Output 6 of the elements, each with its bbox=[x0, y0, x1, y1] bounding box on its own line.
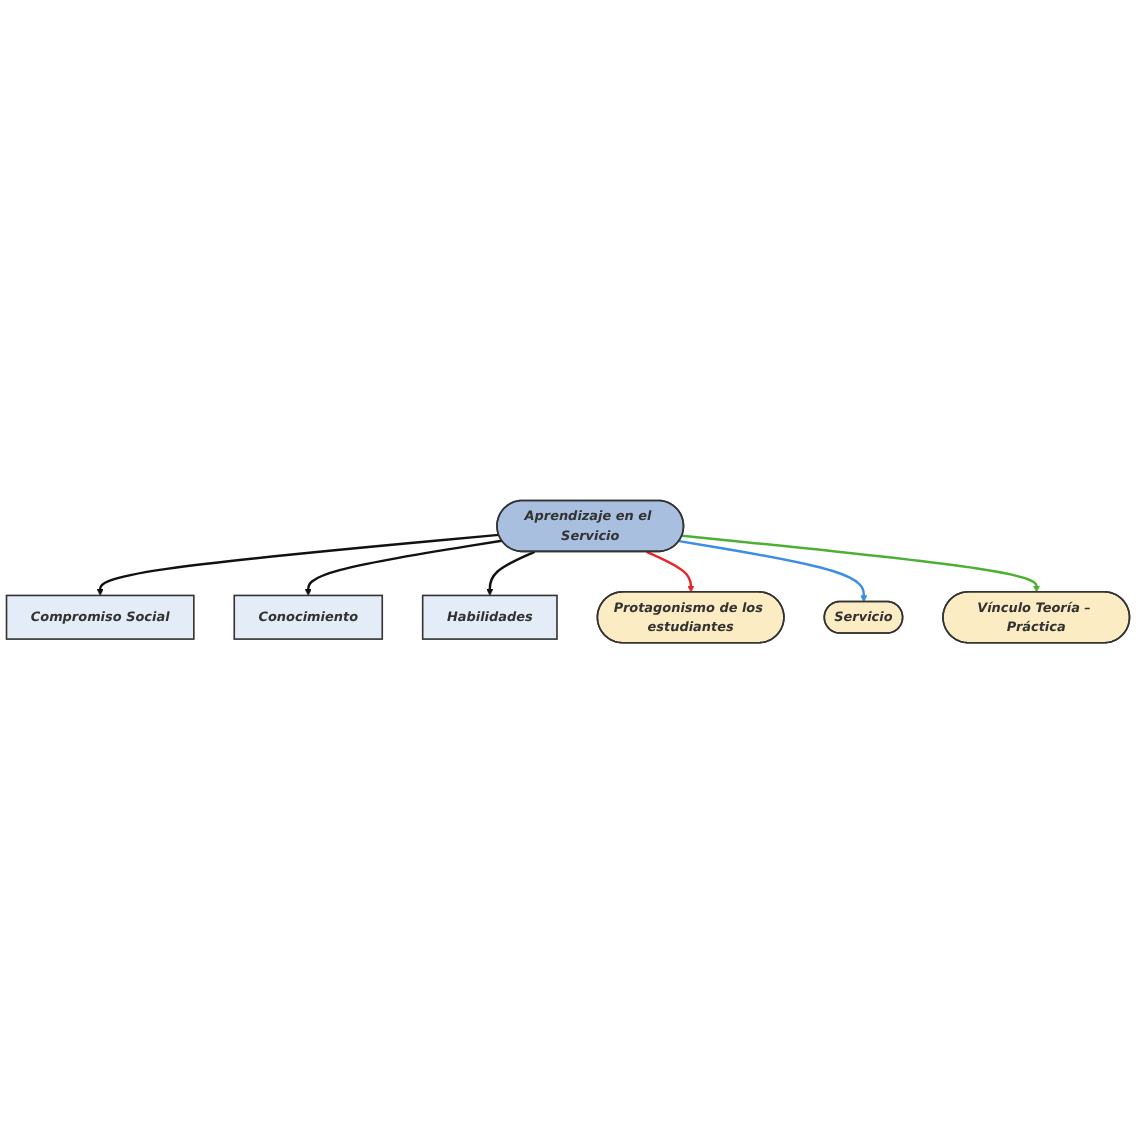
arrow bbox=[304, 538, 503, 596]
arrow bbox=[486, 550, 536, 596]
arrow bbox=[96, 533, 499, 596]
arrow bbox=[681, 533, 1041, 592]
arrow bbox=[646, 550, 695, 592]
arrow bbox=[678, 539, 868, 602]
